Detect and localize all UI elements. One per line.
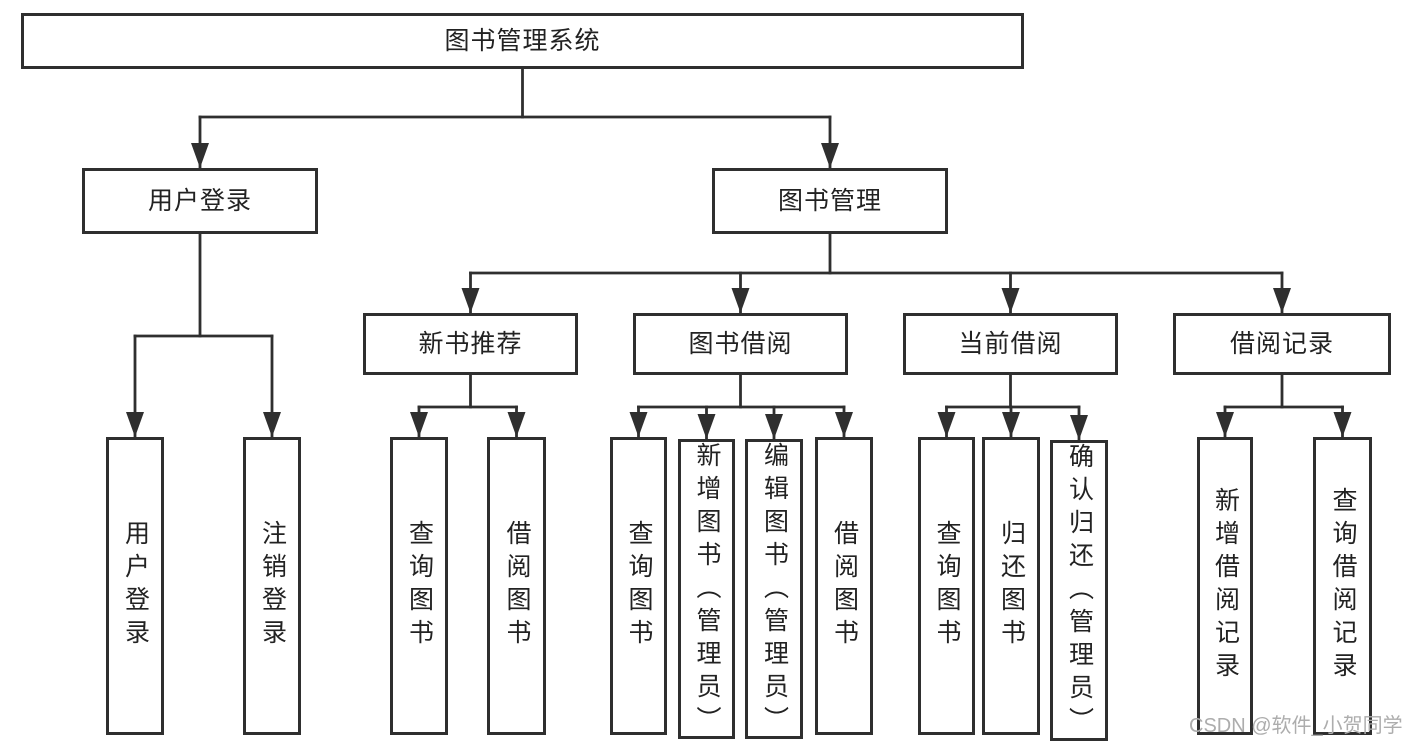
node-bb-edit: 编辑图书（管理员） — [745, 439, 803, 739]
node-br-query: 查询借阅记录 — [1313, 437, 1372, 735]
node-label: 图书管理 — [777, 186, 882, 215]
node-label: 借阅记录 — [1229, 329, 1334, 358]
node-cb-confirm: 确认归还（管理员） — [1050, 440, 1108, 741]
node-label: 查询图书 — [405, 520, 434, 652]
watermark: CSDN @软件_小贺同学 — [1189, 715, 1403, 737]
node-label: 借阅图书 — [503, 520, 531, 652]
node-br-add: 新增借阅记录 — [1197, 437, 1253, 735]
node-label: 新增借阅记录 — [1211, 487, 1240, 685]
node-label: 用户登录 — [121, 520, 150, 652]
node-label: 用户登录 — [147, 186, 252, 215]
node-bb-query: 查询图书 — [610, 437, 667, 735]
node-nb-query: 查询图书 — [390, 437, 448, 735]
node-label: 归还图书 — [997, 520, 1026, 652]
node-user-login: 用户登录 — [82, 168, 318, 234]
node-label: 借阅图书 — [830, 520, 859, 652]
node-label: 图书管理系统 — [444, 26, 601, 55]
node-root: 图书管理系统 — [21, 13, 1024, 69]
node-label: 确认归还（管理员） — [1065, 443, 1094, 740]
node-new-book-rec: 新书推荐 — [363, 313, 578, 375]
node-book-borrow: 图书借阅 — [633, 313, 848, 375]
node-label: 当前借阅 — [958, 329, 1063, 358]
node-cb-return: 归还图书 — [982, 437, 1040, 735]
node-label: 注销登录 — [258, 520, 287, 652]
node-bb-add: 新增图书（管理员） — [678, 439, 735, 739]
node-label: 图书借阅 — [688, 329, 793, 358]
node-leaf-logout: 注销登录 — [243, 437, 301, 735]
node-nb-borrow: 借阅图书 — [487, 437, 546, 735]
node-label: 新增图书（管理员） — [693, 442, 721, 739]
node-bb-borrow: 借阅图书 — [815, 437, 873, 735]
node-current-borrow: 当前借阅 — [903, 313, 1118, 375]
node-label: 新书推荐 — [418, 329, 523, 358]
node-label: 查询图书 — [625, 520, 653, 652]
node-book-mgmt: 图书管理 — [712, 168, 948, 234]
node-label: 编辑图书（管理员） — [760, 442, 789, 739]
node-borrow-record: 借阅记录 — [1173, 313, 1391, 375]
node-label: 查询借阅记录 — [1329, 487, 1357, 685]
node-cb-query: 查询图书 — [918, 437, 975, 735]
node-leaf-user-login: 用户登录 — [106, 437, 164, 735]
node-label: 查询图书 — [933, 520, 961, 652]
